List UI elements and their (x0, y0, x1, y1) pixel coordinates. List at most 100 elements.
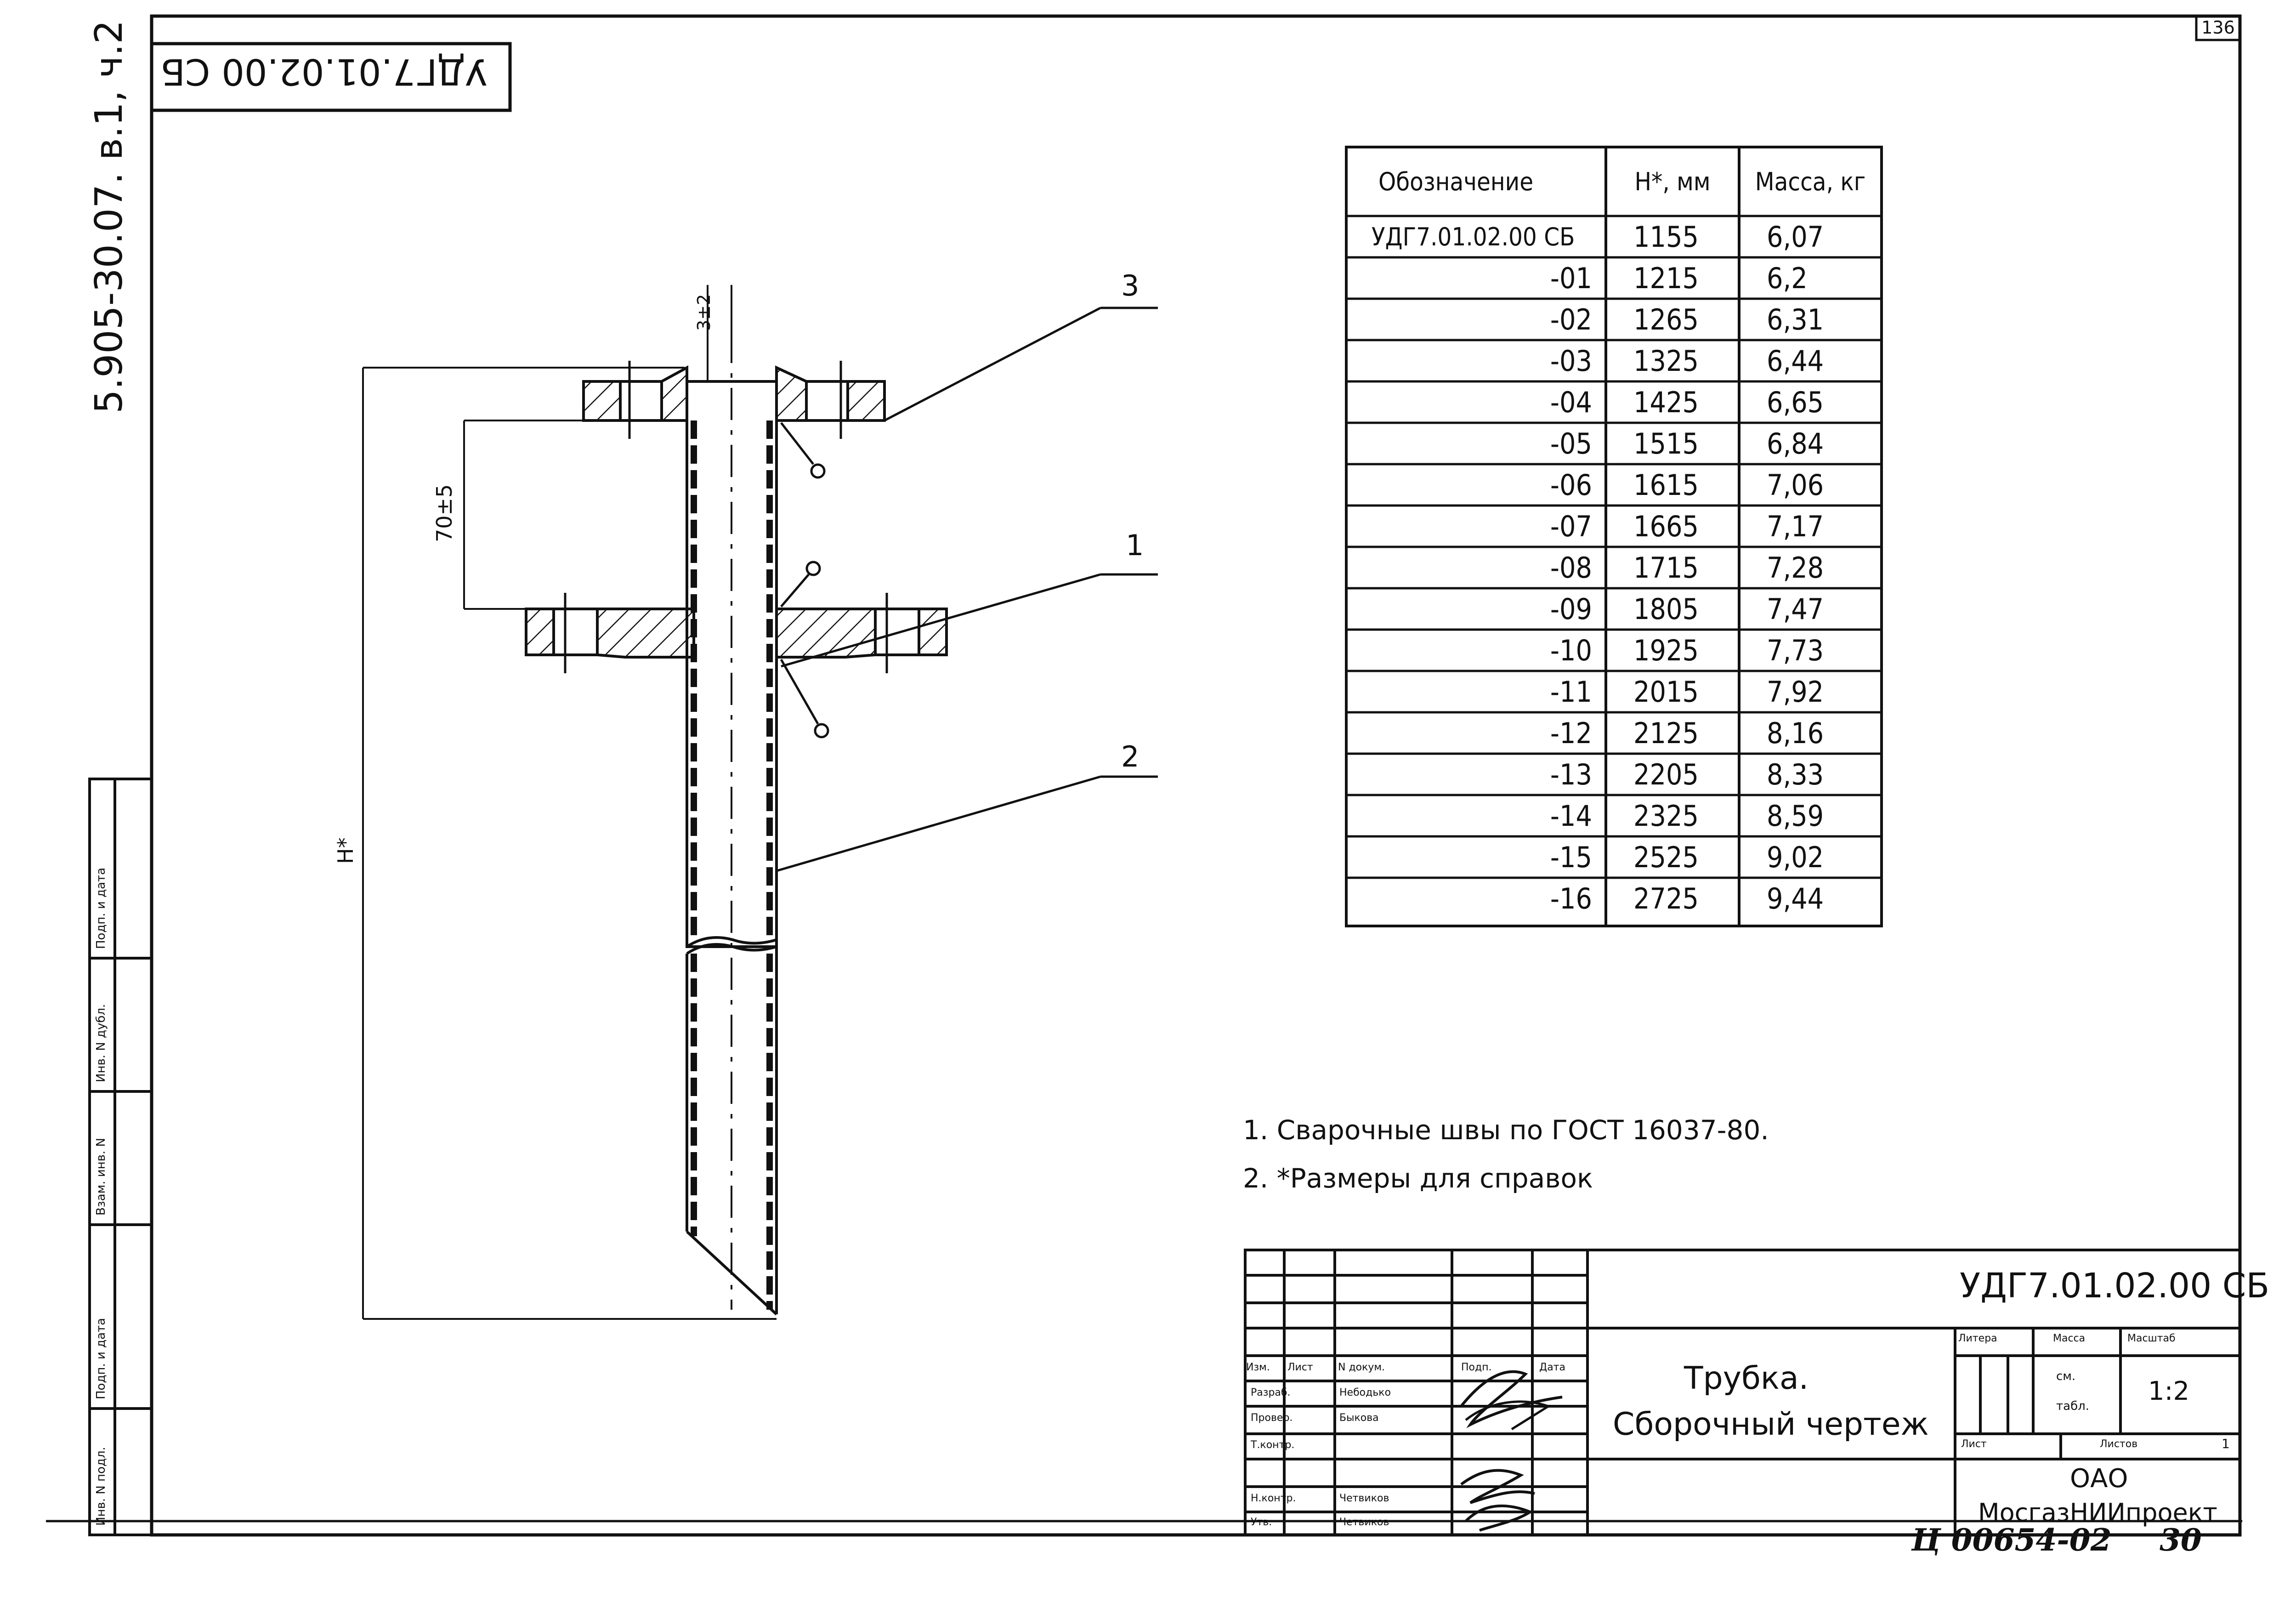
table-cell-mass: 8,16 (1767, 716, 1824, 750)
side-label-replace-inv: Взам. инв. N (94, 1138, 108, 1216)
table-cell-mass: 6,31 (1767, 302, 1824, 336)
table-cell-designation: -12 (1550, 716, 1592, 750)
table-cell-mass: 8,33 (1767, 757, 1824, 791)
table-cell-mass: 6,44 (1767, 344, 1824, 378)
tb-mass-value-2: табл. (2056, 1399, 2089, 1413)
tb-name-developer: Небодько (1339, 1387, 1391, 1398)
table-cell-designation: -04 (1550, 385, 1592, 419)
table-cell-height: 1215 (1633, 261, 1699, 295)
table-cell-height: 2015 (1633, 675, 1699, 709)
table-cell-height: 2325 (1633, 799, 1699, 833)
tb-role-approved: Утв. (1251, 1517, 1272, 1528)
callout-1: 1 (1126, 528, 1144, 562)
tb-sheets-label: Листов (2100, 1438, 2138, 1450)
table-cell-designation: -15 (1550, 840, 1592, 874)
tube (686, 331, 778, 1316)
title-block-code: УДГ7.01.02.00 СБ (1960, 1266, 2270, 1306)
table-cell-designation: -10 (1550, 633, 1592, 667)
table-cell-designation: -09 (1550, 592, 1592, 626)
table-cell-height: 1925 (1633, 633, 1699, 667)
table-cell-height: 2525 (1633, 840, 1699, 874)
title-block-frame (1244, 1249, 2241, 1536)
table-cell-height: 1665 (1633, 509, 1699, 543)
tb-col-sign: Подп. (1461, 1362, 1492, 1373)
tb-mass-label: Масса (2053, 1333, 2086, 1344)
weld-markers (780, 422, 829, 739)
tb-role-ncontrol: Н.контр. (1251, 1493, 1296, 1504)
table-cell-height: 2725 (1633, 881, 1699, 915)
table-header-cell: Н*, мм (1634, 167, 1711, 196)
leader-lines (776, 307, 1158, 872)
table-cell-designation: -02 (1550, 302, 1592, 336)
tb-mass-value-1: см. (2056, 1369, 2076, 1383)
tb-name-approved: Четвиков (1339, 1517, 1389, 1528)
side-label-sign-date-1: Подп. и дата (94, 1318, 108, 1399)
table-cell-height: 1615 (1633, 468, 1699, 502)
title-line-2: Сборочный чертеж (1613, 1406, 1929, 1443)
table-cell-mass: 6,2 (1767, 261, 1808, 295)
stamp-code-rotated: УДГ7.01.02.00 СБ (160, 51, 487, 92)
table-cell-designation: -06 (1550, 468, 1592, 502)
dimension-top: 3±2 (694, 294, 714, 331)
table-cell-designation: -05 (1550, 426, 1592, 460)
side-label-inv-dup: Инв. N дубл. (94, 1004, 108, 1082)
note-1: 1. Сварочные швы по ГОСТ 16037-80. (1243, 1114, 1769, 1146)
table-cell-designation: -13 (1550, 757, 1592, 791)
stamp-code-box (150, 42, 512, 112)
sheet-number-box (2195, 15, 2241, 41)
table-header-cell: Масса, кг (1755, 167, 1866, 196)
table-cell-mass: 7,28 (1767, 551, 1824, 585)
table-cell-mass: 7,73 (1767, 633, 1824, 667)
dimension-height: H* (333, 837, 358, 864)
tb-sheet-label: Лист (1961, 1438, 1987, 1450)
tb-role-checker: Провер. (1251, 1412, 1293, 1424)
tb-scale-value: 1:2 (2148, 1376, 2190, 1406)
tb-org-line-2: МосгазНИИпроект (1978, 1498, 2217, 1527)
table-cell-mass: 9,44 (1767, 881, 1824, 915)
callout-3: 3 (1121, 269, 1139, 302)
table-cell-height: 1265 (1633, 302, 1699, 336)
table-cell-mass: 6,84 (1767, 426, 1824, 460)
table-cell-height: 1325 (1633, 344, 1699, 378)
sheet-number: 136 (2201, 17, 2235, 38)
table-cell-height: 1425 (1633, 385, 1699, 419)
table-cell-mass: 8,59 (1767, 799, 1824, 833)
tb-name-checker: Быкова (1339, 1412, 1379, 1424)
table-cell-mass: 9,02 (1767, 840, 1824, 874)
table-cell-designation: -11 (1550, 675, 1592, 709)
tb-col-date: Дата (1539, 1362, 1565, 1373)
table-cell-height: 2205 (1633, 757, 1699, 791)
table-cell-mass: 7,47 (1767, 592, 1824, 626)
callout-2: 2 (1121, 740, 1139, 773)
dimension-mid: 70±5 (432, 484, 457, 542)
upper-flange (582, 361, 886, 439)
side-label-inv-orig: Инв. N подл. (94, 1447, 108, 1526)
tb-litera-label: Литера (1958, 1333, 1997, 1344)
handwritten-number: Ц 00654-02 (1911, 1522, 2112, 1558)
table-cell-height: 1515 (1633, 426, 1699, 460)
side-stamp-strip (88, 778, 153, 1536)
table-cell-mass: 7,92 (1767, 675, 1824, 709)
title-line-1: Трубка. (1684, 1360, 1809, 1397)
table-cell-mass: 7,06 (1767, 468, 1824, 502)
tb-org-line-1: ОАО (2070, 1464, 2128, 1494)
note-2: 2. *Размеры для справок (1243, 1163, 1593, 1194)
table-cell-designation: -14 (1550, 799, 1592, 833)
tb-col-izm: Изм. (1246, 1362, 1270, 1373)
table-cell-mass: 6,07 (1767, 220, 1824, 254)
table-cell-designation: -01 (1550, 261, 1592, 295)
tb-sheets-value: 1 (2222, 1436, 2230, 1451)
tb-col-list: Лист (1287, 1362, 1313, 1373)
handwritten-page: 30 (2160, 1522, 2202, 1558)
table-cell-height: 2125 (1633, 716, 1699, 750)
table-cell-height: 1805 (1633, 592, 1699, 626)
dimension-lines (362, 285, 777, 1320)
table-cell-designation: -08 (1550, 551, 1592, 585)
tb-role-tcontrol: Т.контр. (1251, 1439, 1295, 1451)
tb-col-ndoc: N докум. (1338, 1362, 1385, 1373)
signatures (1460, 1370, 1563, 1532)
drawing-frame (150, 14, 2242, 1537)
table-cell-designation: -07 (1550, 509, 1592, 543)
tb-scale-label: Масштаб (2127, 1333, 2176, 1344)
